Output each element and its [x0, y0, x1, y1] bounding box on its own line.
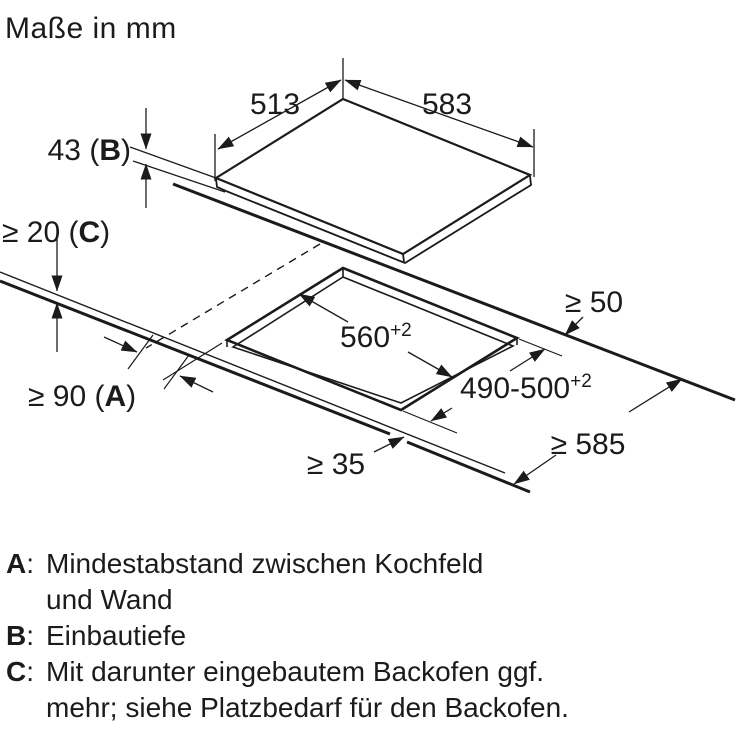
worktop-cutout	[224, 266, 520, 412]
dimension-35: ≥ 35	[307, 436, 405, 481]
worktop-front-edge	[0, 271, 531, 494]
dimension-490-500-label: 490-500+2	[460, 371, 592, 405]
page-title: Maße in mm	[5, 12, 177, 45]
legend-entry-A: A: Mindestabstand zwischen Kochfeld und …	[6, 546, 726, 618]
dimension-560-label: 560+2	[340, 320, 412, 354]
dimension-513: 513	[217, 79, 342, 150]
dimension-513-label: 513	[250, 88, 300, 121]
dimension-583: 583	[344, 79, 534, 148]
legend-key-A: A:	[6, 548, 35, 579]
dimension-583-label: 583	[422, 88, 472, 121]
dimension-490-500: 490-500+2	[430, 348, 592, 422]
dimension-90-label: ≥ 90 (A)	[28, 380, 136, 413]
worktop-back-edge	[172, 182, 736, 402]
legend-text-B: Einbautiefe	[46, 620, 187, 651]
dimension-20-C: ≥ 20 (C)	[2, 216, 110, 352]
dimension-560: 560+2	[298, 293, 453, 378]
dimension-585: ≥ 585	[513, 378, 683, 485]
legend-key-B: B:	[6, 620, 35, 651]
legend-text-A: Mindestabstand zwischen Kochfeld und Wan…	[46, 548, 484, 615]
dimension-43-label: 43 (B)	[48, 134, 131, 167]
dimension-585-label: ≥ 585	[551, 428, 626, 461]
legend-text-C: Mit darunter eingebautem Backofen ggf. m…	[46, 656, 569, 723]
dimension-90-A: ≥ 90 (A)	[28, 336, 214, 413]
legend-entry-C: C: Mit darunter eingebautem Backofen ggf…	[6, 654, 726, 726]
dimension-20-label: ≥ 20 (C)	[2, 216, 110, 249]
dimension-43-B: 43 (B)	[48, 108, 152, 208]
dimension-50: ≥ 50	[564, 286, 623, 336]
dimension-50-label: ≥ 50	[565, 286, 623, 319]
dimension-35-label: ≥ 35	[307, 448, 365, 481]
legend-key-C: C:	[6, 656, 35, 687]
legend-entry-B: B: Einbautiefe	[6, 618, 726, 654]
legend: A: Mindestabstand zwischen Kochfeld und …	[6, 546, 726, 726]
extension-lines	[127, 58, 563, 434]
wall-reference-dashed-line	[145, 243, 321, 349]
